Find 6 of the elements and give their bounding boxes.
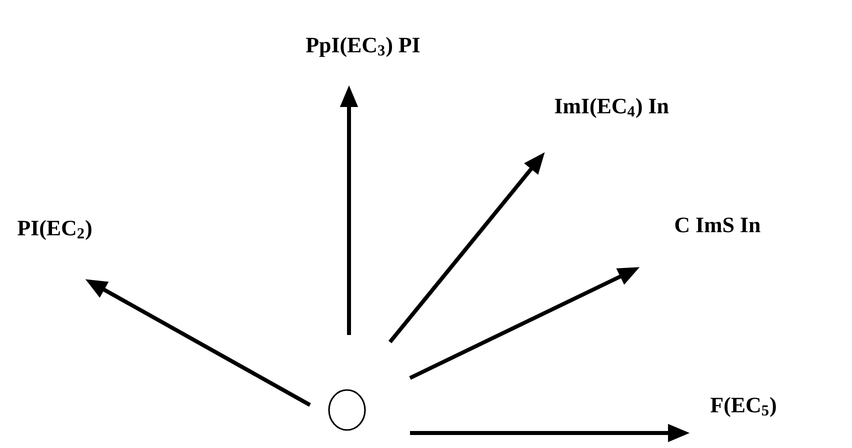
text-label: ImI(EC$_{4}$) In	[554, 98, 669, 118]
text-label: PI(EC$_{2}$)	[18, 220, 92, 240]
text-label: C ImS In	[675, 218, 760, 232]
text-label: F(EC$_{5}$)	[710, 397, 776, 417]
circle-symbol	[328, 389, 366, 431]
text-label: PpI(EC$_{3}$) PI	[306, 37, 420, 57]
